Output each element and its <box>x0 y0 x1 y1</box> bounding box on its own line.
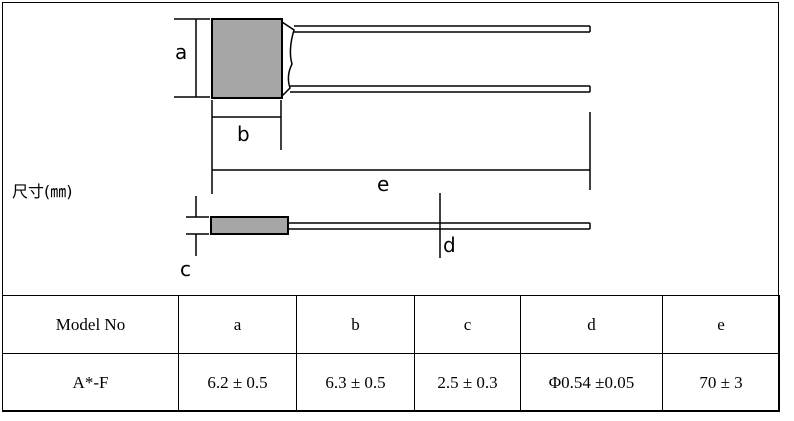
dimension-a <box>174 18 210 98</box>
dimension-c <box>186 196 209 256</box>
lead-bend <box>281 21 295 97</box>
lead-side <box>288 222 591 230</box>
header-b: b <box>296 295 415 354</box>
cell-b: 6.3 ± 0.5 <box>296 353 415 412</box>
component-body-side <box>210 216 289 235</box>
table-row: A*-F 6.2 ± 0.5 6.3 ± 0.5 2.5 ± 0.3 Φ0.54… <box>2 353 780 412</box>
lead-top <box>294 25 591 33</box>
cell-e: 70 ± 3 <box>662 353 780 412</box>
label-b: b <box>237 122 250 146</box>
cell-model: A*-F <box>2 353 179 412</box>
label-d: d <box>443 233 456 257</box>
header-a: a <box>178 295 297 354</box>
label-a: a <box>175 40 187 64</box>
header-e: e <box>662 295 780 354</box>
table-header-row: Model No a b c d e <box>2 295 780 354</box>
label-e: e <box>377 172 389 196</box>
dimension-e <box>211 112 591 194</box>
header-d: d <box>520 295 663 354</box>
cell-d: Φ0.54 ±0.05 <box>520 353 663 412</box>
component-body-top <box>211 18 283 99</box>
label-c: c <box>180 257 191 281</box>
cell-a: 6.2 ± 0.5 <box>178 353 297 412</box>
cell-c: 2.5 ± 0.3 <box>414 353 521 412</box>
lead-bottom <box>290 85 591 93</box>
header-model-no: Model No <box>2 295 179 354</box>
spec-table: Model No a b c d e A*-F 6.2 ± 0.5 6.3 ± … <box>2 295 780 412</box>
header-c: c <box>414 295 521 354</box>
dimension-b <box>211 100 282 150</box>
dimension-unit-label: 尺寸(㎜) <box>12 182 73 201</box>
